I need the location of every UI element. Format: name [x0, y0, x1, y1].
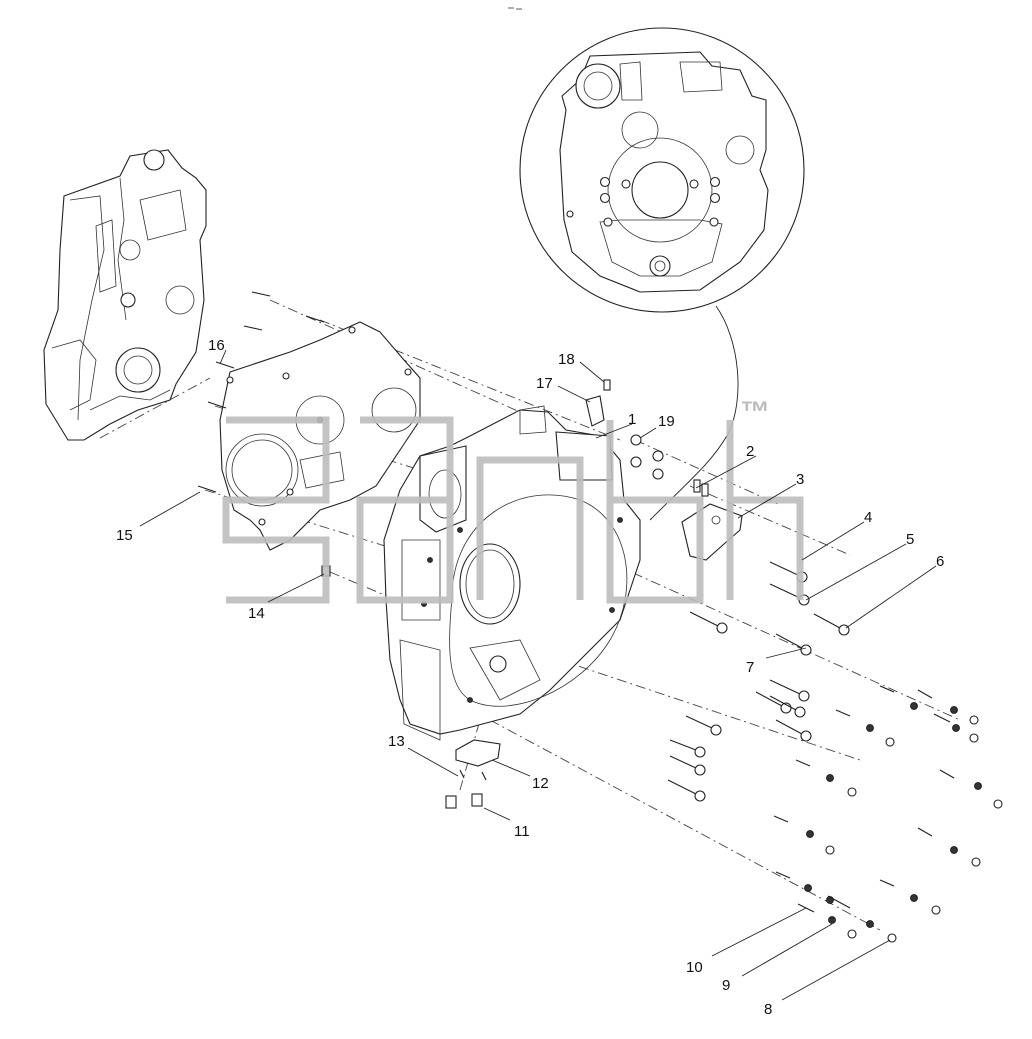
top-mark	[508, 7, 522, 10]
long-bolts	[689, 561, 850, 656]
callout-2: 2	[746, 443, 754, 460]
callout-1: 1	[628, 411, 636, 428]
callout-10: 10	[686, 959, 703, 976]
flywheel-housing	[383, 405, 641, 741]
callout-11: 11	[514, 823, 530, 840]
bolts-15-16	[197, 291, 325, 493]
watermark-trademark: ™	[740, 396, 770, 429]
cover-plate-12	[455, 739, 501, 781]
timing-housing-left	[43, 149, 207, 441]
watermark: ™	[222, 396, 804, 604]
callout-12: 12	[532, 775, 549, 792]
inset-detail-view	[519, 27, 805, 313]
callout-6: 6	[936, 553, 944, 570]
callout-leaders	[139, 349, 937, 1001]
callout-16: 16	[208, 337, 225, 354]
bolts-11	[445, 793, 483, 809]
callout-3: 3	[796, 471, 804, 488]
callout-19: 19	[658, 413, 675, 430]
gasket-plate	[219, 321, 421, 551]
callout-5: 5	[906, 531, 914, 548]
callout-13: 13	[388, 733, 405, 750]
callout-18: 18	[558, 351, 575, 368]
callout-14: 14	[248, 605, 265, 622]
sensor-17	[585, 379, 611, 427]
callout-15: 15	[116, 527, 133, 544]
callout-8: 8	[764, 1001, 772, 1018]
callout-9: 9	[722, 977, 730, 994]
studs-washers-nuts	[773, 685, 1003, 943]
callout-17: 17	[536, 375, 553, 392]
callout-4: 4	[864, 509, 872, 526]
callout-labels: 1 2 3 4 5 6 7 8 9 10 11 12 13 14 15 16 1…	[116, 337, 944, 1018]
bolt-group-middle	[667, 679, 812, 802]
callout-7: 7	[746, 659, 754, 676]
nuts-19	[630, 434, 664, 480]
